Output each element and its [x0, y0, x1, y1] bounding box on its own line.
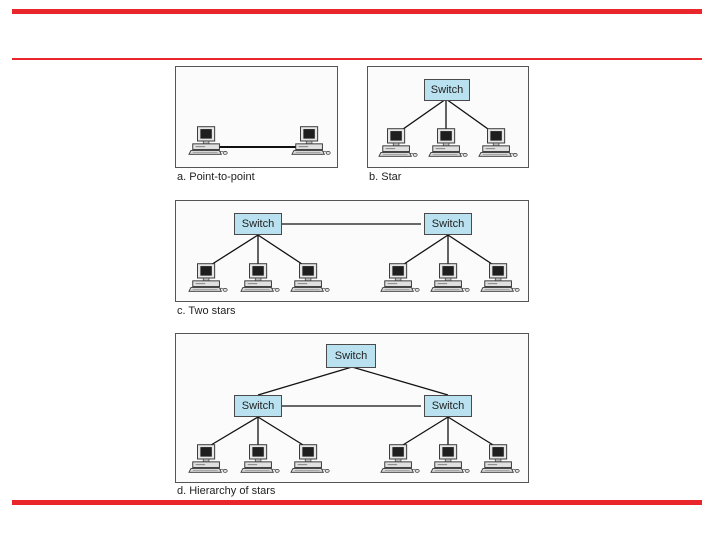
switch-box: Switch — [424, 79, 470, 101]
switch-box-right: Switch — [424, 395, 472, 417]
link-line — [397, 234, 449, 269]
title-underline-rule — [12, 58, 702, 60]
link-line — [397, 416, 449, 449]
desktop-computer-icon — [188, 444, 228, 473]
link-line — [351, 366, 449, 396]
top-accent-rule — [12, 9, 702, 14]
link-line — [447, 234, 499, 269]
desktop-computer-icon — [290, 444, 330, 473]
link-line — [257, 366, 353, 396]
star-panel: Switch — [367, 66, 529, 168]
desktop-computer-icon — [480, 444, 520, 473]
desktop-computer-icon — [290, 263, 330, 292]
two-stars-links — [205, 223, 499, 269]
switch-box-right: Switch — [424, 213, 472, 235]
link-line — [257, 234, 309, 269]
caption-point-to-point: a. Point-to-point — [177, 171, 255, 183]
hierarchy-panel: Switch Switch Switch — [175, 333, 529, 483]
point-to-point-panel — [175, 66, 338, 168]
desktop-computer-icon — [380, 444, 420, 473]
hierarchy-links — [205, 366, 499, 449]
desktop-computer-icon — [478, 128, 518, 157]
point-to-point-links — [206, 146, 299, 148]
desktop-computer-icon — [378, 128, 418, 157]
desktop-computer-icon — [430, 263, 470, 292]
desktop-computer-icon — [240, 444, 280, 473]
desktop-computer-icon — [380, 263, 420, 292]
two-stars-panel: Switch Switch — [175, 200, 529, 302]
bottom-accent-rule — [12, 500, 702, 505]
switch-box-left: Switch — [234, 213, 282, 235]
caption-star: b. Star — [369, 171, 402, 183]
star-links — [395, 98, 496, 135]
switch-box-top: Switch — [326, 344, 376, 368]
caption-two-stars: c. Two stars — [177, 305, 236, 317]
desktop-computer-icon — [428, 128, 468, 157]
desktop-computer-icon — [188, 263, 228, 292]
caption-hierarchy: d. Hierarchy of stars — [177, 485, 276, 497]
link-line — [205, 234, 259, 269]
desktop-computer-icon — [430, 444, 470, 473]
link-line — [205, 416, 259, 449]
link-line — [445, 98, 496, 135]
link-line — [447, 416, 499, 449]
desktop-computer-icon — [480, 263, 520, 292]
link-line — [395, 98, 447, 135]
desktop-computer-icon — [291, 126, 331, 155]
switch-box-left: Switch — [234, 395, 282, 417]
desktop-computer-icon — [240, 263, 280, 292]
link-line — [257, 416, 309, 449]
desktop-computer-icon — [188, 126, 228, 155]
